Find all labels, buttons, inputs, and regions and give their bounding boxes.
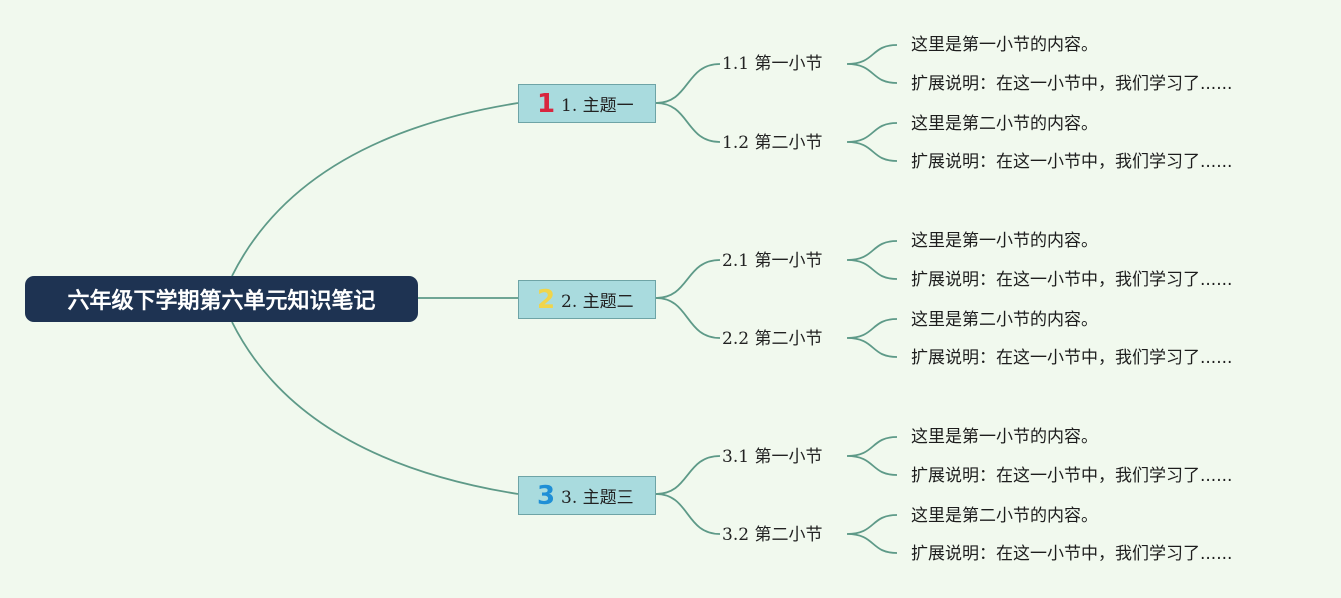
topic-node-label: 2. 主题二 bbox=[561, 292, 634, 312]
topic-node-label: 1. 主题一 bbox=[561, 96, 634, 116]
connector-topic-2-section-2 bbox=[655, 297, 721, 339]
note-3-2-extension[interactable]: 扩展说明：在这一小节中，我们学习了...... bbox=[911, 544, 1233, 564]
section-node-1-2[interactable]: 1.2 第二小节 bbox=[722, 133, 823, 153]
topic-node-2[interactable]: 2 2. 主题二 bbox=[518, 280, 656, 319]
topic-node-label: 3. 主题三 bbox=[561, 488, 634, 508]
connector-section-1-1-notes bbox=[846, 44, 898, 84]
connector-topic-1-section-2 bbox=[655, 102, 721, 143]
connector-section-1-2-notes bbox=[846, 122, 898, 162]
note-1-1-content[interactable]: 这里是第一小节的内容。 bbox=[911, 35, 1098, 55]
connector-root-topic-3 bbox=[231, 321, 519, 495]
note-3-1-extension[interactable]: 扩展说明：在这一小节中，我们学习了...... bbox=[911, 466, 1233, 486]
section-node-3-2[interactable]: 3.2 第二小节 bbox=[722, 525, 823, 545]
section-node-2-2[interactable]: 2.2 第二小节 bbox=[722, 329, 823, 349]
note-2-1-extension[interactable]: 扩展说明：在这一小节中，我们学习了...... bbox=[911, 270, 1233, 290]
connector-topic-2-section-1 bbox=[655, 259, 721, 299]
connector-topic-3-section-1 bbox=[655, 455, 721, 495]
note-2-2-extension[interactable]: 扩展说明：在这一小节中，我们学习了...... bbox=[911, 348, 1233, 368]
number-3-badge-icon: 3 bbox=[537, 480, 556, 511]
connector-section-3-1-notes bbox=[846, 436, 898, 476]
section-node-1-1[interactable]: 1.1 第一小节 bbox=[722, 54, 823, 74]
topic-node-3[interactable]: 3 3. 主题三 bbox=[518, 476, 656, 515]
topic-node-1[interactable]: 1 1. 主题一 bbox=[518, 84, 656, 123]
note-2-1-content[interactable]: 这里是第一小节的内容。 bbox=[911, 231, 1098, 251]
connector-topic-1-section-1 bbox=[655, 63, 721, 104]
note-3-2-content[interactable]: 这里是第二小节的内容。 bbox=[911, 506, 1098, 526]
section-node-3-1[interactable]: 3.1 第一小节 bbox=[722, 447, 823, 467]
connector-section-2-1-notes bbox=[846, 240, 898, 280]
number-1-badge-icon: 1 bbox=[537, 88, 556, 119]
root-node[interactable]: 六年级下学期第六单元知识笔记 bbox=[25, 276, 418, 322]
note-1-1-extension[interactable]: 扩展说明：在这一小节中，我们学习了...... bbox=[911, 74, 1233, 94]
connector-section-2-2-notes bbox=[846, 318, 898, 358]
note-2-2-content[interactable]: 这里是第二小节的内容。 bbox=[911, 310, 1098, 330]
connector-root-topic-1 bbox=[231, 102, 519, 277]
number-2-badge-icon: 2 bbox=[537, 284, 556, 315]
note-1-2-content[interactable]: 这里是第二小节的内容。 bbox=[911, 114, 1098, 134]
section-node-2-1[interactable]: 2.1 第一小节 bbox=[722, 251, 823, 271]
connector-section-3-2-notes bbox=[846, 514, 898, 554]
note-3-1-content[interactable]: 这里是第一小节的内容。 bbox=[911, 427, 1098, 447]
connector-topic-3-section-2 bbox=[655, 493, 721, 535]
note-1-2-extension[interactable]: 扩展说明：在这一小节中，我们学习了...... bbox=[911, 152, 1233, 172]
root-node-label: 六年级下学期第六单元知识笔记 bbox=[67, 289, 376, 314]
